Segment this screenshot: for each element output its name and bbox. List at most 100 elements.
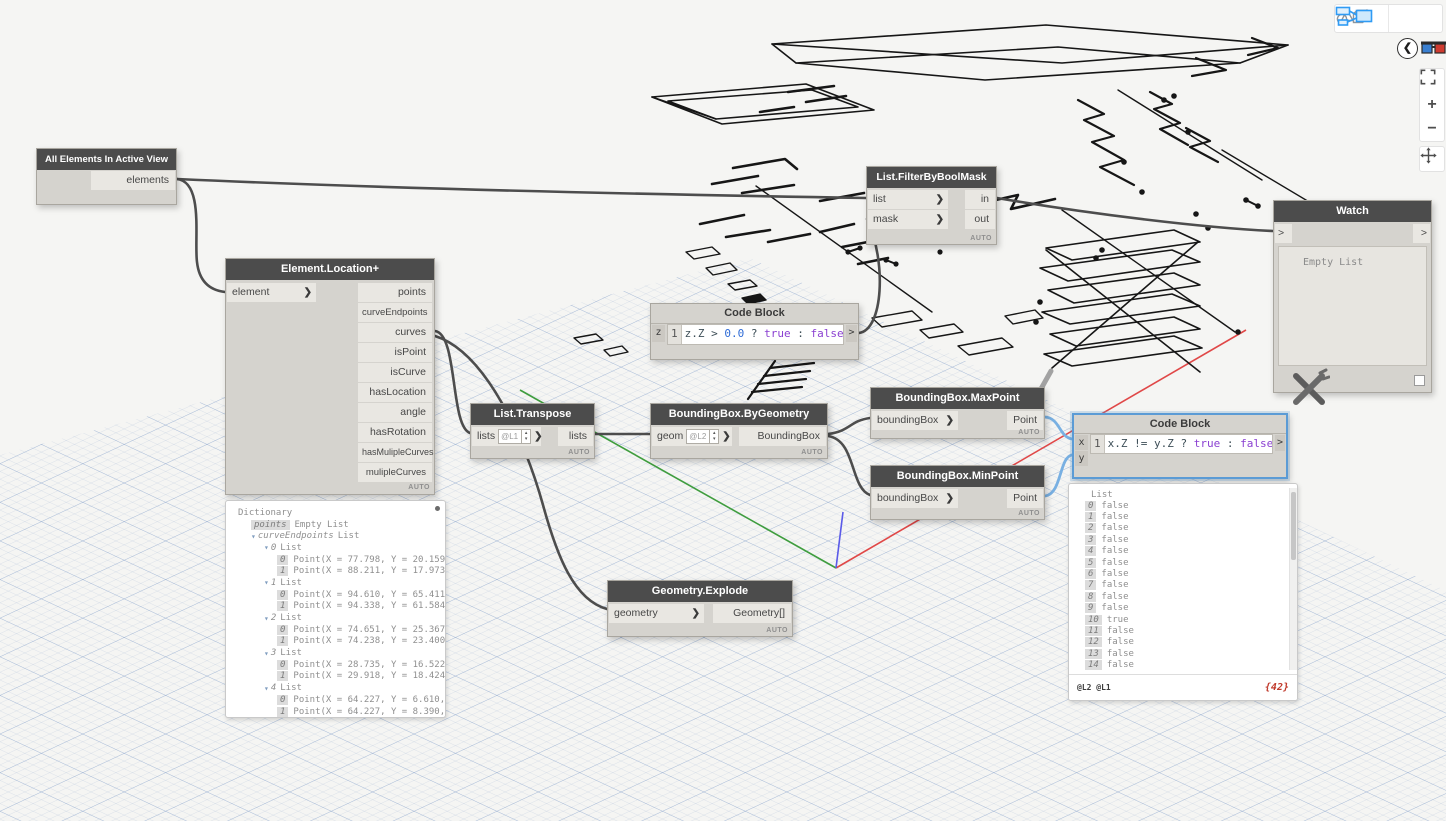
port-in-boundingbox[interactable]: boundingBox❯ <box>872 489 958 508</box>
node-geometry-explode[interactable]: Geometry.Explode geometry❯ Geometry[] AU… <box>607 580 793 637</box>
node-boundingbox-bygeometry[interactable]: BoundingBox.ByGeometry geom @L2 ▴▾ ❯ Bou… <box>650 403 828 459</box>
port-out-geometry-array[interactable]: Geometry[] <box>713 604 791 623</box>
lacing-label[interactable]: AUTO <box>970 235 992 242</box>
wire[interactable] <box>175 177 1275 611</box>
collapse-arrow-icon[interactable]: ▾ <box>264 578 269 588</box>
port-out-lists[interactable]: lists <box>558 427 593 446</box>
node-boundingbox-minpoint[interactable]: BoundingBox.MinPoint boundingBox❯ Point … <box>870 465 1045 520</box>
port-in-boundingbox[interactable]: boundingBox❯ <box>872 411 958 430</box>
lacing-label[interactable]: AUTO <box>1018 510 1040 517</box>
node-title[interactable]: Watch <box>1274 201 1431 222</box>
collapse-arrow-icon[interactable]: ▾ <box>264 683 269 693</box>
port-out-mulipleCurves[interactable]: mulipleCurves <box>358 463 432 482</box>
lacing-label[interactable]: AUTO <box>766 627 788 634</box>
port-in-list[interactable]: list❯ <box>868 190 948 209</box>
port-out-curveEndpoints[interactable]: curveEndpoints <box>358 303 432 322</box>
port-in-mask[interactable]: mask❯ <box>868 210 948 229</box>
node-watch[interactable]: Watch > > Empty List <box>1273 200 1432 393</box>
lacing-level-stepper[interactable]: @L1 ▴▾ <box>498 429 532 444</box>
node-element-location[interactable]: Element.Location+ element ❯ points curve… <box>225 258 435 495</box>
wrench-screwdriver-icon[interactable] <box>1290 368 1330 408</box>
port-out-isPoint[interactable]: isPoint <box>358 343 432 362</box>
stepper-arrows[interactable]: ▴▾ <box>521 430 530 443</box>
port-in-x[interactable]: x <box>1075 435 1088 450</box>
port-out-out[interactable]: out <box>965 210 995 229</box>
node-list-transpose[interactable]: List.Transpose lists @L1 ▴▾ ❯ lists AUTO <box>470 403 595 459</box>
port-out-codeblock[interactable]: > <box>1275 435 1285 451</box>
zoom-in-button[interactable]: + <box>1420 93 1444 117</box>
index-badge: 5 <box>1085 557 1097 568</box>
port-out-hasMulipleCurves[interactable]: hasMulipleCurves <box>358 443 434 462</box>
code-area[interactable]: 1 x.Z != y.Z ? true : false; <box>1090 434 1273 454</box>
port-out-watch[interactable]: > <box>1413 224 1430 243</box>
node-title[interactable]: BoundingBox.MinPoint <box>871 466 1044 487</box>
node-title[interactable]: Code Block <box>1074 415 1286 434</box>
3d-glasses-icon[interactable] <box>1420 39 1446 59</box>
pin-preview-icon[interactable] <box>435 506 440 511</box>
collapse-arrow-icon[interactable]: ▾ <box>251 531 256 541</box>
code-token: false <box>1240 437 1273 450</box>
lacing-label[interactable]: AUTO <box>568 449 590 456</box>
list-value: false <box>1101 569 1129 580</box>
port-out-hasLocation[interactable]: hasLocation <box>358 383 432 402</box>
graph-view-button[interactable] <box>1335 5 1442 32</box>
node-boundingbox-maxpoint[interactable]: BoundingBox.MaxPoint boundingBox❯ Point … <box>870 387 1045 439</box>
pan-button[interactable] <box>1420 147 1444 171</box>
port-out-point[interactable]: Point <box>1007 489 1043 508</box>
code-area[interactable]: 1 z.Z > 0.0 ? true : false; <box>667 324 844 345</box>
lacing-level-stepper[interactable]: @L2 ▴▾ <box>686 429 720 444</box>
port-in-lists[interactable]: lists @L1 ▴▾ ❯ <box>472 427 542 446</box>
watch-value-area[interactable]: Empty List <box>1278 246 1427 366</box>
zoom-out-button[interactable]: − <box>1420 117 1444 141</box>
node-title[interactable]: BoundingBox.MaxPoint <box>871 388 1044 409</box>
port-out-points[interactable]: points <box>358 283 432 302</box>
zoom-controls-panel: + − <box>1419 68 1445 142</box>
node-all-elements-in-active-view[interactable]: All Elements In Active View elements <box>36 148 177 205</box>
port-in-y[interactable]: y <box>1075 451 1088 466</box>
collapse-panel-button[interactable]: ❮ <box>1397 38 1418 59</box>
scrollbar-thumb[interactable] <box>1291 492 1296 560</box>
port-in-element[interactable]: element ❯ <box>227 283 316 302</box>
port-out-boundingbox[interactable]: BoundingBox <box>739 427 826 446</box>
port-out-elements[interactable]: elements <box>91 171 175 190</box>
port-out-codeblock[interactable]: > <box>846 325 857 342</box>
port-out-angle[interactable]: angle <box>358 403 432 422</box>
lacing-label[interactable]: AUTO <box>801 449 823 456</box>
port-in-z[interactable]: z <box>652 325 665 342</box>
port-in-geometry[interactable]: geometry❯ <box>609 604 704 623</box>
port-in-geom[interactable]: geom @L2 ▴▾ ❯ <box>652 427 732 446</box>
node-title[interactable]: BoundingBox.ByGeometry <box>651 404 827 425</box>
node-code-block-1[interactable]: Code Block z 1 z.Z > 0.0 ? true : false;… <box>650 303 859 360</box>
collapse-arrow-icon[interactable]: ▾ <box>264 543 269 553</box>
node-title[interactable]: Element.Location+ <box>226 259 434 280</box>
collapse-arrow-icon[interactable]: ▾ <box>264 648 269 658</box>
node-title[interactable]: All Elements In Active View <box>37 149 176 170</box>
port-out-curves[interactable]: curves <box>358 323 432 342</box>
node-title[interactable]: List.FilterByBoolMask <box>867 167 996 188</box>
stepper-arrows[interactable]: ▴▾ <box>709 430 718 443</box>
node-title[interactable]: List.Transpose <box>471 404 594 425</box>
fit-to-screen-button[interactable] <box>1420 69 1444 93</box>
scrollbar[interactable] <box>1289 488 1297 670</box>
resize-handle[interactable] <box>1414 375 1425 386</box>
node-list-filterbyboolmask[interactable]: List.FilterByBoolMask list❯ mask❯ in out… <box>866 166 997 245</box>
node-title[interactable]: Geometry.Explode <box>608 581 792 602</box>
port-in-watch[interactable]: > <box>1275 224 1292 243</box>
port-out-hasRotation[interactable]: hasRotation <box>358 423 432 442</box>
port-out-point[interactable]: Point <box>1007 411 1043 430</box>
lacing-label[interactable]: AUTO <box>408 484 430 491</box>
port-out-isCurve[interactable]: isCurve <box>358 363 432 382</box>
node-title[interactable]: Code Block <box>651 304 858 324</box>
index-badge: 10 <box>1085 614 1102 625</box>
lacing-label[interactable]: AUTO <box>1018 429 1040 436</box>
port-out-in[interactable]: in <box>965 190 995 209</box>
node-code-block-2[interactable]: Code Block x y 1 x.Z != y.Z ? true : fal… <box>1072 413 1288 479</box>
wire-selected[interactable] <box>1043 415 1074 498</box>
collapse-arrow-icon[interactable]: ▾ <box>264 613 269 623</box>
